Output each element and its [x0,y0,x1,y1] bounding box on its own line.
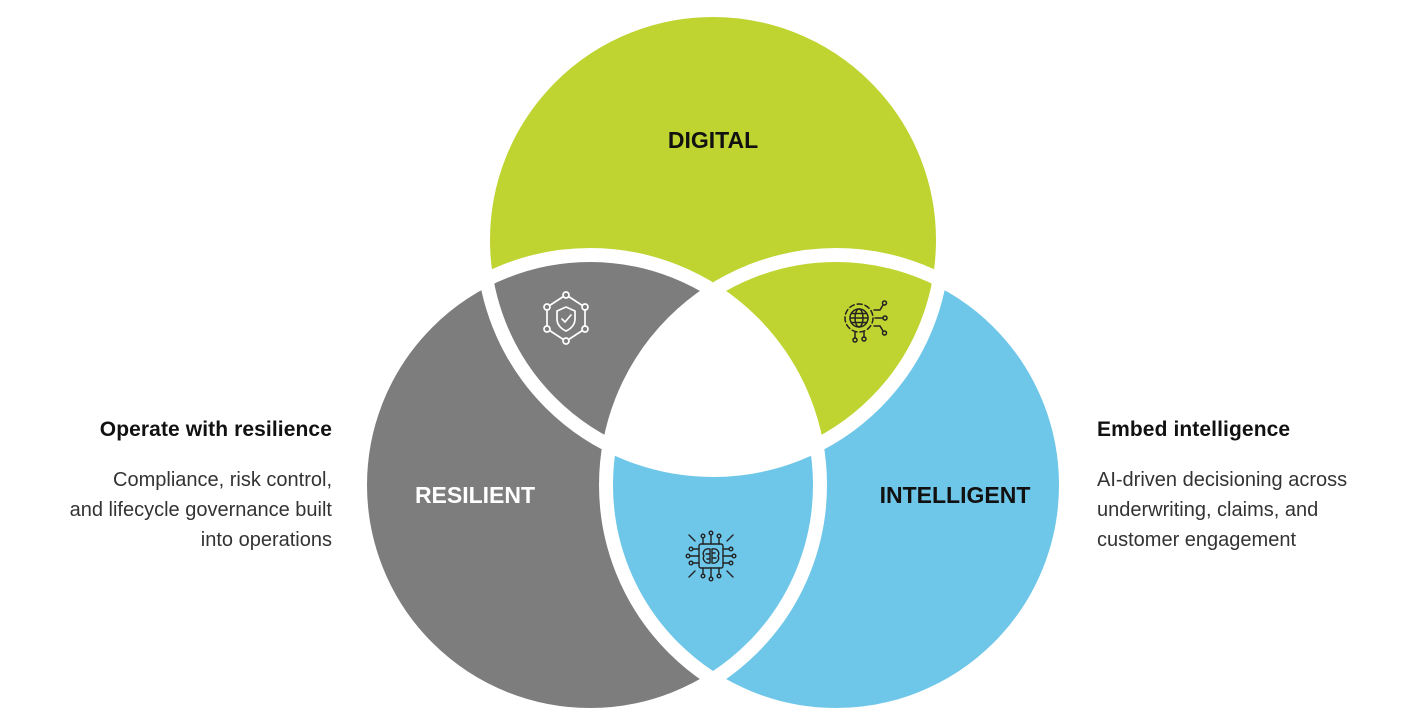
intelligence-title: Embed intelligence [1097,418,1291,441]
shield-network-icon [543,291,589,345]
digital-label: DIGITAL [668,127,758,153]
resilient-separator [353,248,827,709]
center-overlap [606,255,820,470]
resilience-line-1: Compliance, risk control, [113,469,332,491]
intelligence-line-3: customer engagement [1097,529,1297,551]
resilience-line-3: into operations [200,529,332,551]
intelligence-line-1: AI-driven decisioning across [1097,469,1348,491]
digital-separator [476,3,950,477]
intelligence-text-block: Embed intelligence AI-driven decisioning… [1097,418,1409,555]
resilience-title: Operate with resilience [99,418,332,441]
ai-brain-chip-icon [685,530,737,582]
intelligence-description: AI-driven decisioning across underwritin… [1097,465,1409,555]
resilience-text-block: Operate with resilience Compliance, risk… [2,418,332,555]
intelligent-label: INTELLIGENT [880,482,1031,508]
resilience-line-2: and lifecycle governance built [69,499,332,521]
globe-gear-icon [844,300,888,343]
intelligent-separator [599,248,1073,709]
resilient-label: RESILIENT [415,482,535,508]
resilience-description: Compliance, risk control, and lifecycle … [2,465,332,555]
intelligence-line-2: underwriting, claims, and [1097,499,1319,521]
